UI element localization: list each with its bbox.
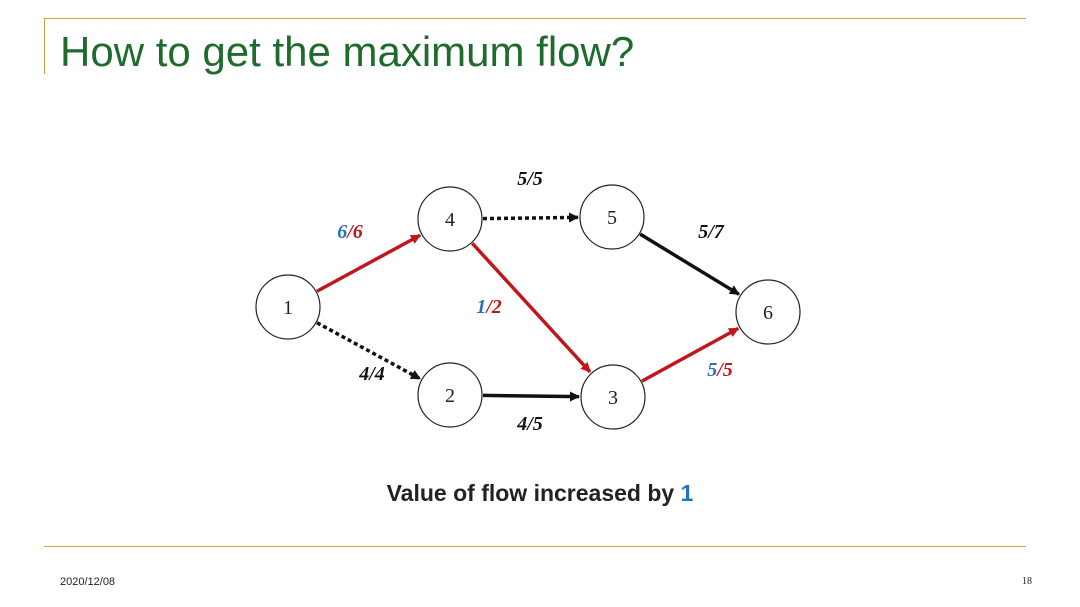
edge-capacity-value: /5 xyxy=(525,168,543,190)
edge-3-6-arrow xyxy=(641,326,740,383)
node-5-label: 5 xyxy=(607,207,617,229)
edge-4-3-label: 1/2 xyxy=(476,296,502,318)
edge-5-6-label: 5/7 xyxy=(698,221,725,243)
bottom-rule xyxy=(44,546,1026,547)
page-number: 18 xyxy=(1022,576,1032,587)
edge-capacity-value: /6 xyxy=(345,221,363,243)
node-4: 4 xyxy=(417,186,483,252)
node-3-label: 3 xyxy=(608,387,618,409)
edge-capacity-value: /7 xyxy=(706,221,725,243)
edge-capacity-value: /2 xyxy=(484,296,502,318)
node-1-circle xyxy=(255,274,321,340)
edge-flow-value: 4 xyxy=(358,363,369,385)
edge-1-4-arrow xyxy=(316,233,422,293)
slide-title: How to get the maximum flow? xyxy=(60,28,635,75)
node-1-label: 1 xyxy=(283,297,293,319)
edge-3-6-label: 5/5 xyxy=(707,359,733,381)
edge-flow-value: 6 xyxy=(337,221,347,243)
node-2-circle xyxy=(417,362,483,428)
node-5: 5 xyxy=(579,184,645,250)
node-4-label: 4 xyxy=(445,209,455,231)
node-6-label: 6 xyxy=(763,302,773,324)
edge-flow-value: 4 xyxy=(516,413,527,435)
edge-flow-value: 5 xyxy=(707,359,717,381)
edge-flow-value: 1 xyxy=(476,296,486,318)
edge-capacity-value: /4 xyxy=(367,363,385,385)
edge-5-6-arrow xyxy=(639,232,740,296)
node-6: 6 xyxy=(735,279,801,345)
flow-increase-caption: Value of flow increased by 1 xyxy=(0,480,1080,507)
edge-4-3-arrow xyxy=(470,242,592,374)
node-3: 3 xyxy=(580,364,646,430)
edge-capacity-value: /5 xyxy=(525,413,543,435)
edge-capacity-value: /5 xyxy=(715,359,733,381)
caption-text: Value of flow increased by xyxy=(386,480,681,506)
edge-2-3-arrow xyxy=(482,391,581,402)
edge-1-2-label: 4/4 xyxy=(358,363,385,385)
edge-flow-value: 5 xyxy=(698,221,708,243)
node-4-circle xyxy=(417,186,483,252)
edge-1-4-label: 6/6 xyxy=(337,221,363,243)
edge-4-5-label: 5/5 xyxy=(517,168,543,190)
node-2-label: 2 xyxy=(445,385,455,407)
footer-date: 2020/12/08 xyxy=(60,576,116,588)
node-5-circle xyxy=(579,184,645,250)
flow-increase-value: 1 xyxy=(680,480,694,506)
top-rule xyxy=(44,18,1026,19)
edge-1-2-arrow xyxy=(316,321,422,381)
left-accent-rule xyxy=(44,18,45,74)
node-1: 1 xyxy=(255,274,321,340)
edge-2-3-label: 4/5 xyxy=(516,413,543,435)
edge-4-5-arrow xyxy=(482,212,580,223)
node-2: 2 xyxy=(417,362,483,428)
node-6-circle xyxy=(735,279,801,345)
node-3-circle xyxy=(580,364,646,430)
edge-flow-value: 5 xyxy=(517,168,527,190)
